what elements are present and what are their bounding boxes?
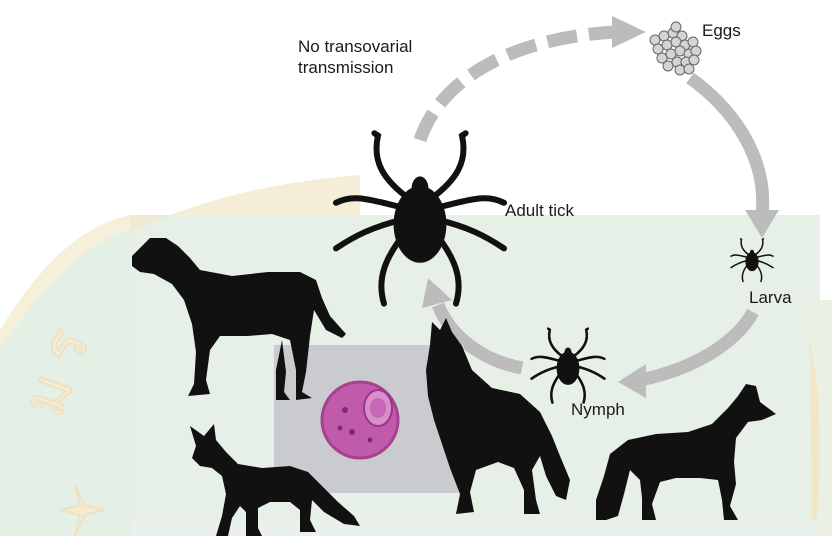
nymph-label: Nymph bbox=[571, 399, 625, 420]
egg-cluster-icon bbox=[650, 22, 701, 75]
adult-tick-label: Adult tick bbox=[505, 200, 574, 221]
no-transovarial-line2: transmission bbox=[298, 57, 458, 78]
no-transovarial-line1: No transovarial bbox=[298, 36, 458, 57]
larva-label: Larva bbox=[749, 287, 792, 308]
arrow-eggs-to-larva bbox=[690, 78, 763, 215]
eggs-label: Eggs bbox=[702, 20, 741, 41]
no-transovarial-label: No transovarial transmission bbox=[298, 36, 458, 78]
arrow-head-eggs bbox=[612, 16, 646, 48]
